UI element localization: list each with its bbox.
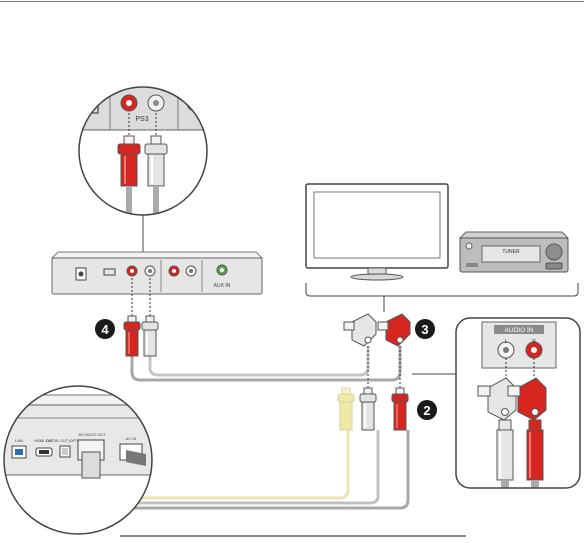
step-3-number: 3 (421, 322, 428, 337)
receiver-display: TUNER (502, 249, 520, 255)
step-3-red-angled-plug (378, 314, 410, 346)
step-2-badge: 2 (417, 400, 437, 420)
step-4-badge: 4 (95, 319, 115, 339)
audio-splitter-box: AUX IN (52, 252, 262, 318)
av-multi-out-label: AV MULTI OUT (78, 432, 106, 437)
av-receiver: TUNER (460, 232, 568, 272)
step-2-white-plug (360, 388, 376, 430)
ps3-label: PS3 (135, 116, 148, 123)
step-2-red-plug (392, 388, 408, 430)
left-channel-mark: L (505, 339, 508, 345)
television (306, 184, 448, 280)
step-3-white-angled-plug (344, 314, 376, 346)
right-channel-mark: R (532, 339, 536, 345)
audio-in-label: AUDIO IN (505, 327, 534, 334)
step-4-number: 4 (101, 322, 109, 337)
step-4-red-plug (124, 316, 140, 356)
console-rear-zoom: LAN HDMI OUT DIGITAL OUT (OPTICAL) AV MU… (0, 386, 160, 534)
step-4-white-plug (142, 316, 158, 356)
ac-in-label: AC IN (126, 436, 137, 441)
cable-white-loop (150, 346, 368, 375)
step-2-number: 2 (423, 403, 430, 418)
ps3-input-zoom: PS3 (70, 86, 220, 254)
step-3-badge: 3 (415, 319, 435, 339)
step-2-yellow-plug (338, 388, 354, 430)
tv-receiver-bracket (306, 283, 578, 296)
lan-label: LAN (15, 438, 23, 443)
audio-in-zoom: AUDIO IN L R (456, 318, 580, 492)
aux-in-label: AUX IN (214, 283, 231, 289)
